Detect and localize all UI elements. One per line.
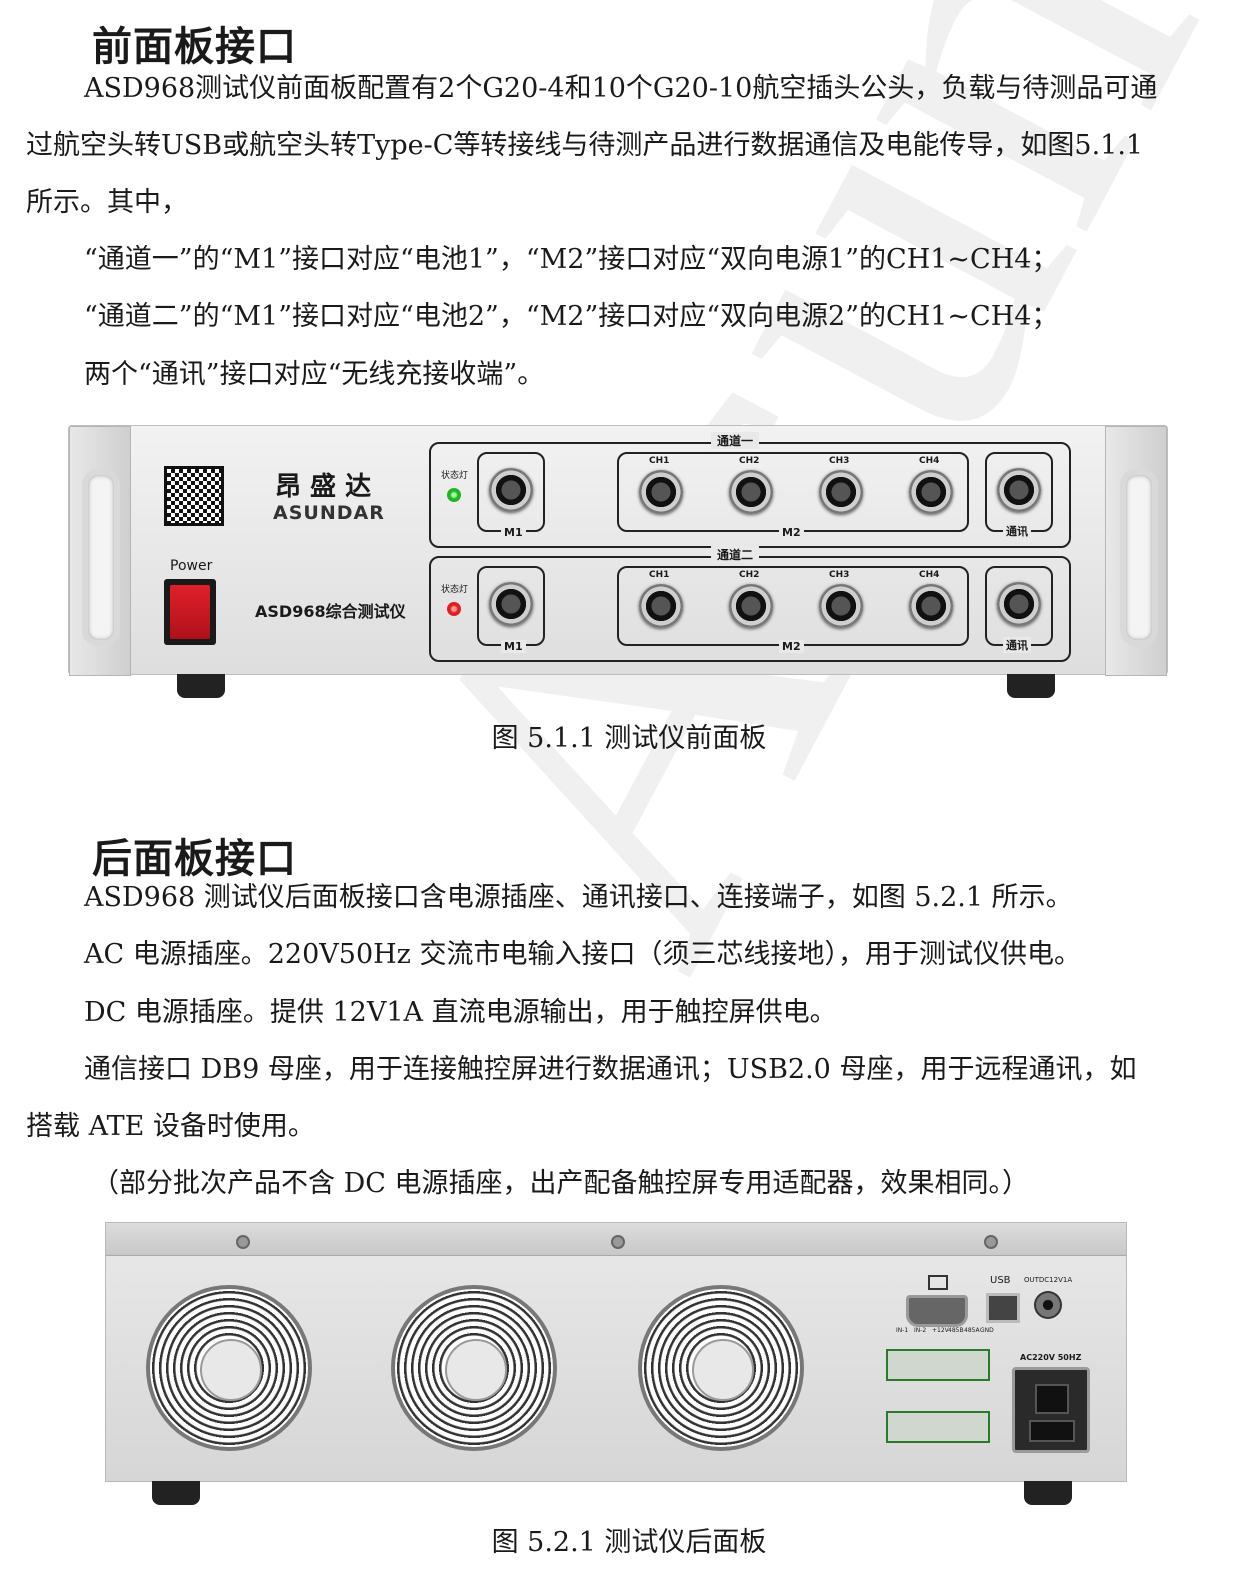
handle-left <box>82 469 120 646</box>
ch1-connector-icon <box>639 470 683 514</box>
db9-port <box>906 1295 968 1327</box>
terminal-block <box>886 1411 990 1443</box>
comm-connector-icon <box>997 468 1041 512</box>
dc-out-label: OUTDC12V1A <box>1024 1276 1073 1284</box>
ch4-connector-icon <box>909 584 953 628</box>
rear-panel-figure: USB OUTDC12V1A IN-1 IN-2 +12V 485B 485A … <box>105 1222 1127 1505</box>
terminal-label: GND <box>980 1327 994 1334</box>
ac-power-socket <box>1012 1367 1090 1453</box>
ch3-label: CH3 <box>829 456 850 466</box>
m1-label: M1 <box>501 526 526 539</box>
ch1-connector-icon <box>639 584 683 628</box>
brand-en: ASUNDAR <box>273 502 385 524</box>
channel-1-group: 通道一 状态灯 M1 CH1 CH2 CH3 CH4 M2 通讯 <box>429 432 1071 548</box>
paragraph-line: “通道二”的“M1”接口对应“电池2”，“M2”接口对应“双向电源2”的CH1~… <box>84 301 1059 332</box>
status-led-red <box>447 602 461 616</box>
ch3-connector-icon <box>819 470 863 514</box>
fan-icon <box>638 1285 804 1451</box>
foot-right <box>1007 674 1055 698</box>
figure-caption-front: 图 5.1.1 测试仪前面板 <box>491 723 767 754</box>
ch2-label: CH2 <box>739 570 760 580</box>
screw-icon <box>611 1235 625 1249</box>
comm-connector-icon <box>997 582 1041 626</box>
rack-ear-left <box>69 426 131 676</box>
comm-label: 通讯 <box>1003 637 1031 653</box>
channel-2-title: 通道二 <box>711 546 760 563</box>
section-title-rear: 后面板接口 <box>92 836 297 882</box>
usb-port <box>986 1293 1020 1323</box>
paragraph-line: ASD968测试仪前面板配置有2个G20-4和10个G20-10航空插头公头，负… <box>84 73 1158 104</box>
paragraph-line: 通信接口 DB9 母座，用于连接触控屏进行数据通讯；USB2.0 母座，用于远程… <box>84 1054 1137 1085</box>
terminal-block <box>886 1349 990 1381</box>
power-switch <box>164 579 216 645</box>
section-title-front: 前面板接口 <box>92 24 297 70</box>
comm-label: 通讯 <box>1003 523 1031 539</box>
paragraph-line: 过航空头转USB或航空头转Type-C等转接线与待测产品进行数据通信及电能传导，… <box>26 130 1144 161</box>
m1-label: M1 <box>501 640 526 653</box>
terminal-label: 485B <box>948 1327 964 1334</box>
handle-right <box>1120 469 1158 646</box>
monitor-icon <box>928 1275 948 1290</box>
terminal-label: 485A <box>964 1327 980 1334</box>
comm-box: 通讯 <box>985 566 1053 653</box>
fan-icon <box>146 1285 312 1451</box>
status-light-label: 状态灯 <box>441 585 469 595</box>
ch3-label: CH3 <box>829 570 850 580</box>
m1-box: M1 <box>477 566 545 653</box>
qr-code-icon <box>164 466 224 526</box>
front-panel-figure: 昂 盛 达 ASUNDAR Power ASD968综合测试仪 通道一 状态灯 … <box>68 425 1168 698</box>
brand-cn: 昂 盛 达 <box>275 472 372 502</box>
ch1-label: CH1 <box>649 456 670 466</box>
ch4-connector-icon <box>909 470 953 514</box>
figure-caption-rear: 图 5.2.1 测试仪后面板 <box>491 1527 767 1558</box>
foot-right <box>1024 1481 1072 1505</box>
ch2-connector-icon <box>729 470 773 514</box>
paragraph-line: 所示。其中， <box>26 187 188 218</box>
paragraph-line: AC 电源插座。220V50Hz 交流市电输入接口（须三芯线接地），用于测试仪供… <box>84 939 1081 970</box>
usb-label: USB <box>990 1275 1011 1286</box>
model-label: ASD968综合测试仪 <box>255 602 406 621</box>
m2-label: M2 <box>779 640 804 653</box>
status-led-green <box>447 488 461 502</box>
screw-icon <box>984 1235 998 1249</box>
ac-label: AC220V 50HZ <box>1020 1353 1082 1362</box>
terminal-label: IN-2 <box>914 1327 927 1334</box>
dc-out-socket <box>1034 1291 1062 1319</box>
m2-box: CH1 CH2 CH3 CH4 M2 <box>617 566 969 653</box>
m1-connector-icon <box>489 582 533 626</box>
ch4-label: CH4 <box>919 456 940 466</box>
terminal-label: +12V <box>932 1327 949 1334</box>
paragraph-line: “通道一”的“M1”接口对应“电池1”，“M2”接口对应“双向电源1”的CH1~… <box>84 244 1059 275</box>
channel-2-group: 通道二 状态灯 M1 CH1 CH2 CH3 CH4 M2 通讯 <box>429 546 1071 662</box>
paragraph-line: 搭载 ATE 设备时使用。 <box>26 1111 315 1142</box>
paragraph-line: DC 电源插座。提供 12V1A 直流电源输出，用于触控屏供电。 <box>84 997 837 1028</box>
status-light-label: 状态灯 <box>441 471 469 481</box>
terminal-label: IN-1 <box>896 1327 909 1334</box>
m1-connector-icon <box>489 468 533 512</box>
ch2-label: CH2 <box>739 456 760 466</box>
ch2-connector-icon <box>729 584 773 628</box>
channel-1-title: 通道一 <box>711 432 760 449</box>
m2-box: CH1 CH2 CH3 CH4 M2 <box>617 452 969 539</box>
paragraph-line: （部分批次产品不含 DC 电源插座，出产配备触控屏专用适配器，效果相同。） <box>92 1168 1029 1199</box>
ch3-connector-icon <box>819 584 863 628</box>
m1-box: M1 <box>477 452 545 539</box>
screw-icon <box>236 1235 250 1249</box>
foot-left <box>152 1481 200 1505</box>
m2-label: M2 <box>779 526 804 539</box>
power-label: Power <box>170 558 213 574</box>
ch4-label: CH4 <box>919 570 940 580</box>
rear-top-cover <box>106 1223 1126 1256</box>
ch1-label: CH1 <box>649 570 670 580</box>
foot-left <box>177 674 225 698</box>
paragraph-line: ASD968 测试仪后面板接口含电源插座、通讯接口、连接端子，如图 5.2.1 … <box>84 882 1073 913</box>
paragraph-line: 两个“通讯”接口对应“无线充接收端”。 <box>84 359 545 390</box>
terminal-labels: IN-1 IN-2 +12V 485B 485A GND <box>892 1327 996 1347</box>
comm-box: 通讯 <box>985 452 1053 539</box>
fan-icon <box>391 1285 557 1451</box>
rack-ear-right <box>1105 426 1167 676</box>
